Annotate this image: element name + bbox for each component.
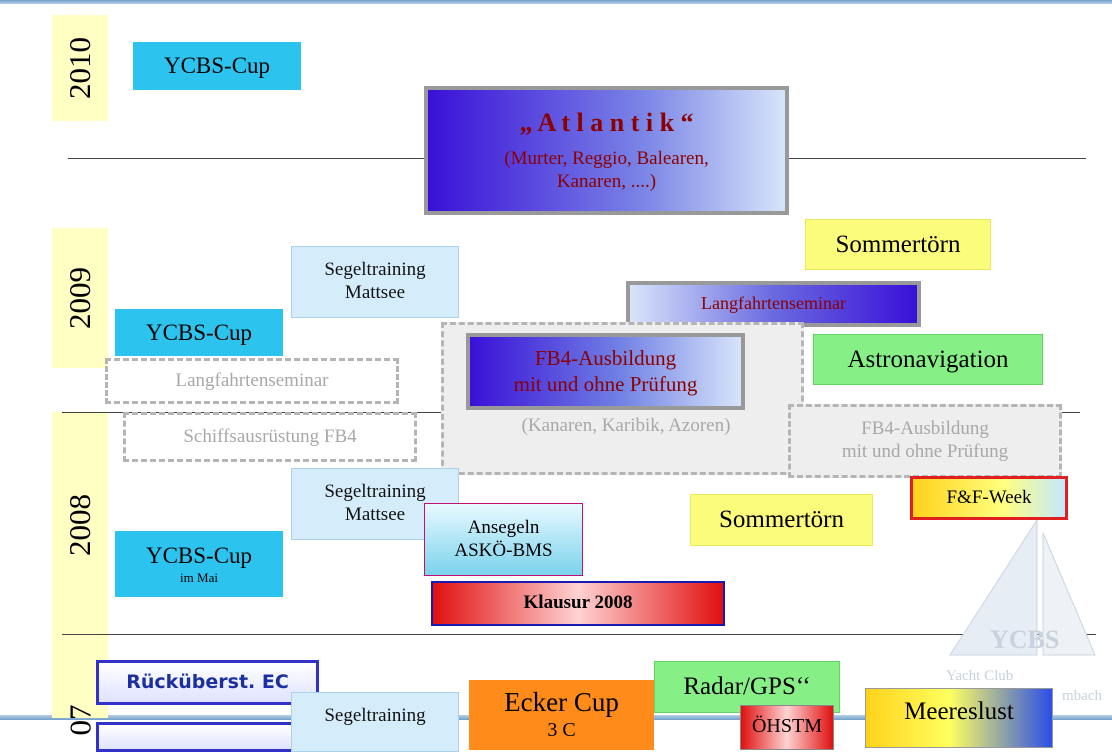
top-border (0, 0, 1112, 4)
event-klausur-2008: Klausur 2008 (431, 581, 725, 626)
event-ycbs-cup-2008: YCBS-Cup im Mai (115, 531, 283, 597)
caption-kanaren: (Kanaren, Karibik, Azoren) (521, 414, 731, 436)
atlantik-line-1: (Murter, Reggio, Balearen, (504, 148, 709, 170)
year-label-2009: 2009 (62, 267, 97, 329)
logo-name: YCBS (990, 625, 1060, 654)
logo-subtitle: Yacht Club (946, 668, 1014, 684)
year-label-2010: 2010 (62, 37, 97, 99)
divider-2008-2007 (62, 634, 1096, 635)
year-bar-2010 (52, 15, 108, 121)
atlantik-title: „ A t l a n t i k “ (519, 108, 694, 138)
atlantik-line-2: Kanaren, ....) (556, 171, 657, 193)
event-langfahrtenseminar-2009: Langfahrtenseminar (626, 281, 921, 327)
event-ycbs-cup-2010: YCBS-Cup (133, 42, 301, 90)
event-segeltraining-2009: Segeltraining Mattsee (291, 246, 459, 318)
event-ycbs-cup-2009: YCBS-Cup (115, 309, 283, 356)
event-radar-gps: Radar/GPS‘‘ (654, 661, 840, 713)
ecker-cup-line-2: 3 C (547, 719, 576, 742)
logo-partial-text: mbach (1062, 688, 1102, 704)
event-segeltraining-2007: Segeltraining (291, 692, 459, 752)
event-oehstm: ÖHSTM (740, 705, 834, 750)
event-astronavigation: Astronavigation (813, 334, 1043, 385)
event-langfahrtenseminar-2008-planned: Langfahrtenseminar (105, 358, 399, 404)
event-fb4-ausbildung-2009: FB4-Ausbildung mit und ohne Prüfung (466, 333, 745, 410)
event-sommertoern-2009: Sommertörn (805, 219, 991, 270)
ycbs-cup-2008-subtitle: im Mai (180, 570, 218, 585)
year-label-2008: 2008 (62, 494, 97, 556)
event-ff-week: F&F-Week (910, 476, 1068, 520)
event-ecker-cup: Ecker Cup 3 C (469, 680, 654, 750)
event-sommertoern-2008: Sommertörn (690, 494, 873, 546)
event-rueckueberstellung-ec: Rücküberst. EC (96, 660, 319, 705)
event-atlantik: „ A t l a n t i k “ (Murter, Reggio, Bal… (424, 86, 789, 215)
event-meereslust: Meereslust (865, 688, 1053, 748)
event-schiffsausruestung: Schiffsausrüstung FB4 (123, 412, 417, 462)
year-bar-2009 (52, 228, 108, 368)
event-fb4-ausbildung-2008: FB4-Ausbildung mit und ohne Prüfung (788, 404, 1062, 478)
event-ansegeln: Ansegeln ASKÖ-BMS (424, 503, 583, 576)
sailboat-logo-icon (949, 518, 1096, 656)
